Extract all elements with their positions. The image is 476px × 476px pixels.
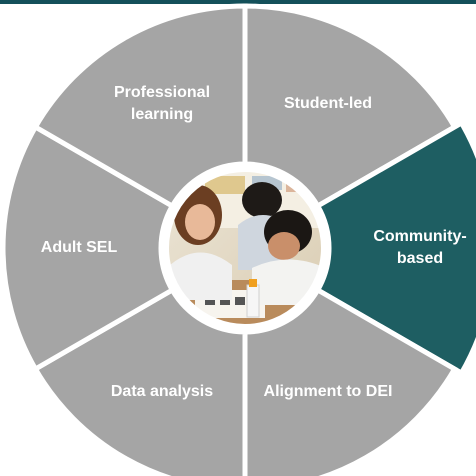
segment-label-line: Professional <box>113 84 211 102</box>
segment-label-adult-sel: Adult SEL <box>41 237 117 259</box>
segment-label-line: learning <box>130 106 194 124</box>
segment-label-line: Adult SEL <box>40 239 118 256</box>
top-accent-bar <box>0 0 476 4</box>
segment-label-alignment-dei: Alignment to DEI <box>264 381 393 403</box>
segment-label-line: based <box>396 250 444 267</box>
segment-label-line: Community- <box>373 228 467 245</box>
children-classroom-photo-icon <box>161 164 329 332</box>
segment-label-community: Community-based <box>373 226 466 270</box>
segment-label-data-analysis: Data analysis <box>111 381 213 403</box>
segment-label-professional: Professional learning <box>114 82 210 126</box>
segment-label-line: Student-led <box>284 95 372 113</box>
segment-label-student-led: Student-led <box>284 93 372 115</box>
segment-label-line: Alignment to DEI <box>263 382 393 400</box>
segment-label-line: Data analysis <box>110 382 214 400</box>
